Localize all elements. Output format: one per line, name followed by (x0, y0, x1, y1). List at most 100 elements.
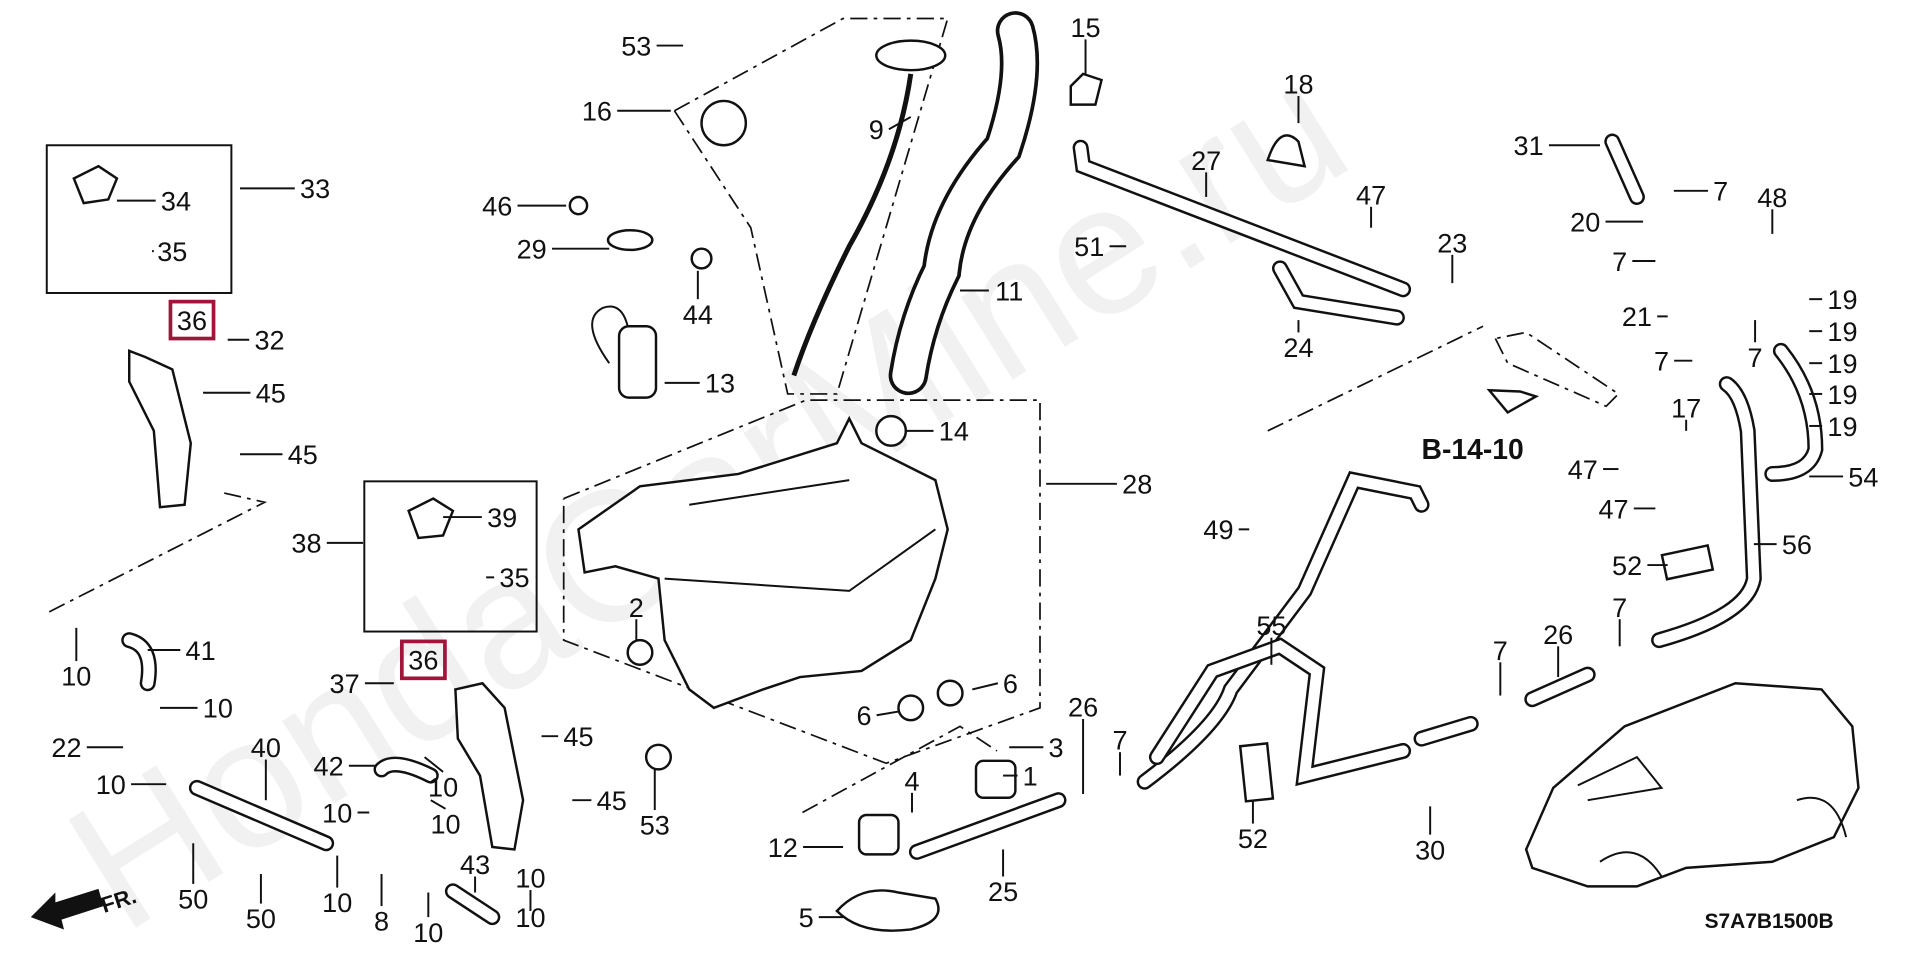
callout-45[interactable]: 45 (256, 378, 286, 409)
callout-48[interactable]: 48 (1757, 182, 1787, 213)
callout-37[interactable]: 37 (330, 668, 360, 699)
callout-13[interactable]: 13 (705, 368, 735, 399)
callout-19[interactable]: 19 (1827, 348, 1857, 379)
callout-11[interactable]: 11 (995, 275, 1023, 306)
callout-7[interactable]: 7 (1612, 592, 1627, 623)
callout-19[interactable]: 19 (1827, 379, 1857, 410)
callout-47[interactable]: 47 (1598, 493, 1628, 524)
callout-39[interactable]: 39 (487, 502, 517, 533)
callout-7[interactable]: 7 (1112, 725, 1127, 756)
callout-40[interactable]: 40 (251, 732, 281, 763)
callout-52[interactable]: 52 (1238, 823, 1268, 854)
callout-15[interactable]: 15 (1070, 12, 1100, 43)
callout-4[interactable]: 4 (904, 765, 919, 796)
callout-10[interactable]: 10 (413, 917, 443, 948)
washer-tank (577, 415, 949, 710)
callout-18[interactable]: 18 (1283, 69, 1313, 100)
callout-8[interactable]: 8 (374, 906, 389, 937)
callout-20[interactable]: 20 (1570, 206, 1600, 237)
callout-34[interactable]: 34 (161, 186, 191, 217)
callout-23[interactable]: 23 (1437, 227, 1467, 258)
callout-33[interactable]: 33 (300, 173, 330, 204)
callout-32[interactable]: 32 (254, 325, 284, 356)
callout-10[interactable]: 10 (96, 769, 126, 800)
callout-9[interactable]: 9 (869, 114, 884, 145)
callout-55[interactable]: 55 (1256, 610, 1286, 641)
callout-47[interactable]: 47 (1568, 454, 1598, 485)
callout-19[interactable]: 19 (1827, 284, 1857, 315)
nozzle-kit-box-38 (363, 480, 538, 633)
callout-7[interactable]: 7 (1493, 635, 1508, 666)
callout-28[interactable]: 28 (1122, 469, 1152, 500)
callout-22[interactable]: 22 (51, 732, 81, 763)
callout-54[interactable]: 54 (1848, 461, 1878, 492)
part-drawings (30, 11, 1860, 932)
callout-24[interactable]: 24 (1283, 332, 1313, 363)
callout-38[interactable]: 38 (291, 528, 321, 559)
pad-52b (1660, 543, 1715, 581)
callout-47[interactable]: 47 (1356, 179, 1386, 210)
callout-14[interactable]: 14 (939, 416, 969, 447)
callout-50[interactable]: 50 (178, 884, 208, 915)
highlight-box (168, 299, 216, 341)
callout-16[interactable]: 16 (582, 96, 612, 127)
reference-label-b-14-10[interactable]: B-14-10 (1422, 433, 1524, 465)
leader-line (888, 116, 912, 131)
callout-7[interactable]: 7 (1748, 342, 1763, 373)
callout-43[interactable]: 43 (460, 849, 490, 880)
callout-26[interactable]: 26 (1068, 691, 1098, 722)
callout-19[interactable]: 19 (1827, 316, 1857, 347)
callout-19[interactable]: 19 (1827, 411, 1857, 442)
callout-7[interactable]: 7 (1612, 246, 1627, 277)
callout-27[interactable]: 27 (1191, 145, 1221, 176)
diagram-code: S7A7B1500B (1705, 910, 1834, 933)
callout-52[interactable]: 52 (1612, 550, 1642, 581)
callout-31[interactable]: 31 (1514, 130, 1544, 161)
callout-53[interactable]: 53 (640, 810, 670, 841)
bracket-37 (454, 681, 525, 851)
callout-10[interactable]: 10 (515, 902, 545, 933)
callout-7[interactable]: 7 (1713, 176, 1728, 207)
leader-dash-left (48, 491, 268, 613)
callout-25[interactable]: 25 (988, 876, 1018, 907)
callout-45[interactable]: 45 (563, 721, 593, 752)
callout-10[interactable]: 10 (203, 693, 233, 724)
callout-6[interactable]: 6 (856, 700, 871, 731)
callout-3[interactable]: 3 (1048, 732, 1063, 763)
callout-2[interactable]: 2 (629, 592, 644, 623)
callout-41[interactable]: 41 (186, 635, 216, 666)
callout-44[interactable]: 44 (683, 299, 713, 330)
callout-56[interactable]: 56 (1782, 529, 1812, 560)
callout-46[interactable]: 46 (482, 190, 512, 221)
callout-49[interactable]: 49 (1203, 514, 1233, 545)
callout-36[interactable]: 36 (408, 645, 438, 676)
callout-5[interactable]: 5 (799, 902, 814, 933)
callout-21[interactable]: 21 (1622, 301, 1652, 332)
callout-29[interactable]: 29 (517, 234, 547, 265)
callout-10[interactable]: 10 (322, 887, 352, 918)
callout-10[interactable]: 10 (428, 771, 458, 802)
callout-42[interactable]: 42 (314, 751, 344, 782)
callout-51[interactable]: 51 (1074, 231, 1104, 262)
callout-6[interactable]: 6 (1003, 668, 1018, 699)
callout-45[interactable]: 45 (597, 785, 627, 816)
callout-10[interactable]: 10 (515, 863, 545, 894)
callout-50[interactable]: 50 (246, 903, 276, 934)
callout-35[interactable]: 35 (499, 562, 529, 593)
vehicle-silhouette (1524, 681, 1860, 888)
callout-7[interactable]: 7 (1654, 346, 1669, 377)
callout-10[interactable]: 10 (61, 661, 91, 692)
callout-10[interactable]: 10 (430, 808, 460, 839)
callout-17[interactable]: 17 (1671, 392, 1701, 423)
callout-30[interactable]: 30 (1415, 834, 1445, 865)
callout-36[interactable]: 36 (177, 305, 207, 336)
group-outline-16 (673, 17, 949, 395)
callout-45[interactable]: 45 (288, 439, 318, 470)
callout-1[interactable]: 1 (1023, 760, 1038, 791)
callout-10[interactable]: 10 (322, 797, 352, 828)
callout-35[interactable]: 35 (157, 236, 187, 267)
callout-12[interactable]: 12 (768, 832, 798, 863)
callout-26[interactable]: 26 (1543, 619, 1573, 650)
callout-53[interactable]: 53 (621, 30, 651, 61)
